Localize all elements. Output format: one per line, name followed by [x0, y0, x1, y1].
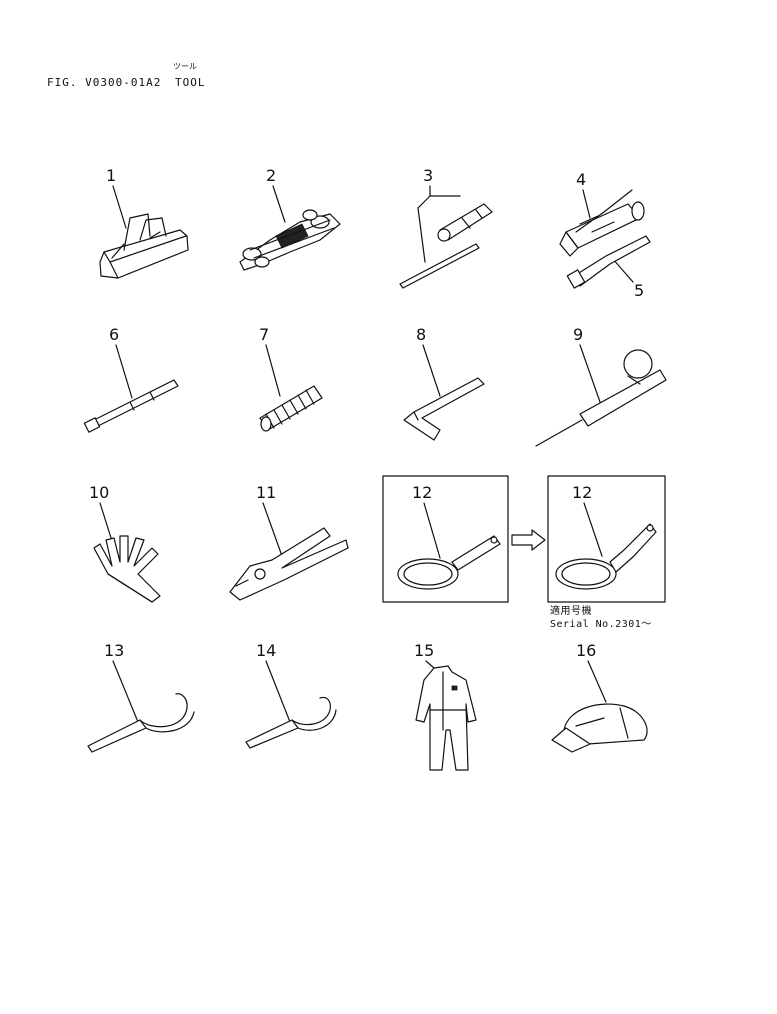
- part-number-11: 11: [256, 483, 276, 502]
- part-number-2: 2: [266, 166, 276, 185]
- part-14-hook-wrench: 14: [245, 641, 337, 749]
- serial-label-en: Serial No.2301～: [550, 619, 652, 630]
- part-number-6: 6: [109, 325, 119, 344]
- figure-title-kana: ツール: [173, 62, 197, 71]
- part-2-wrench-set: 2: [239, 166, 341, 271]
- part-number-3: 3: [423, 166, 433, 185]
- part-number-12a: 12: [412, 483, 432, 502]
- part-1-tool-bag: 1: [99, 166, 189, 279]
- part-number-16: 16: [576, 641, 596, 660]
- part-number-1: 1: [106, 166, 116, 185]
- part-12-filter-wrench-old: 12: [382, 475, 509, 603]
- part-12-frame: [382, 475, 509, 603]
- part-4-grease-gun: 4: [559, 170, 645, 257]
- serial-applicability-note: 適用号機 Serial No.2301～: [550, 605, 652, 631]
- part-number-10: 10: [89, 483, 109, 502]
- part-number-14: 14: [256, 641, 276, 660]
- part-15-coverall: 15: [414, 641, 477, 771]
- part-number-15: 15: [414, 641, 434, 660]
- part-5-grease-nozzle: 5: [566, 235, 651, 300]
- part-number-7: 7: [259, 325, 269, 344]
- supersedes-arrow: [511, 529, 546, 551]
- part-12-filter-wrench-new: 12: [547, 475, 666, 603]
- figure-id: FIG. V0300-01A2: [47, 76, 162, 89]
- part-9-grease-pump: 9: [535, 325, 667, 447]
- part-13-hook-wrench: 13: [87, 641, 195, 753]
- part-11-pliers: 11: [229, 483, 349, 601]
- part-number-9: 9: [573, 325, 583, 344]
- part-number-5: 5: [634, 281, 644, 300]
- part-3-screwdriver: 3: [399, 166, 493, 289]
- part-number-12b: 12: [572, 483, 592, 502]
- part-10-feeler-gauge: 10: [89, 483, 161, 603]
- part-6-extension-bar: 6: [83, 325, 179, 433]
- part-12-frame-new: [547, 475, 666, 603]
- part-16-cap: 16: [551, 641, 648, 753]
- serial-label-jp: 適用号機: [550, 606, 592, 617]
- part-number-4: 4: [576, 170, 586, 189]
- part-number-13: 13: [104, 641, 124, 660]
- part-7-spring: 7: [259, 325, 323, 432]
- part-8-hex-wrench: 8: [403, 325, 485, 441]
- figure-title: TOOL: [175, 76, 206, 89]
- part-number-8: 8: [416, 325, 426, 344]
